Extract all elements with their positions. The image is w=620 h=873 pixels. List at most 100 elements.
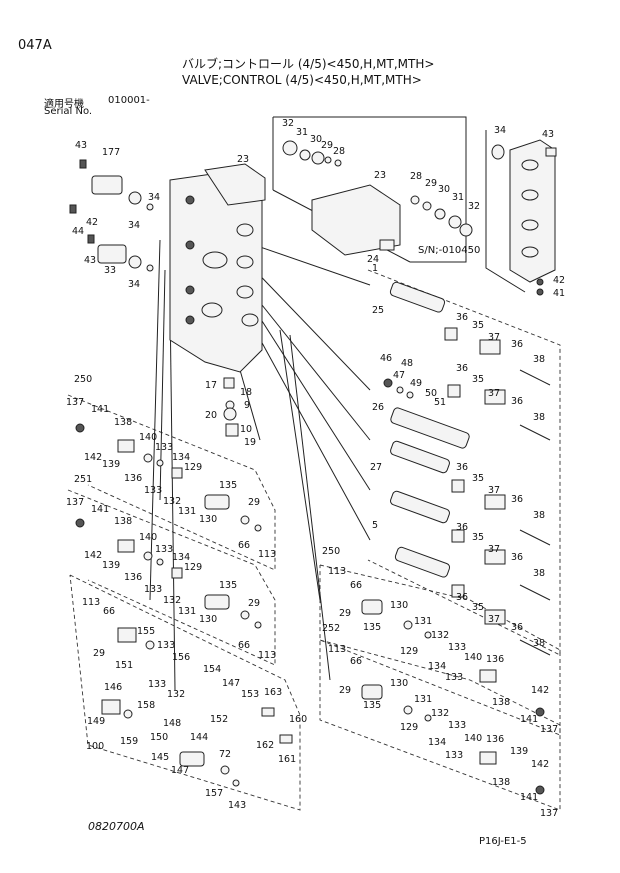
part-callout-162: 162 [256, 740, 274, 751]
part-callout-44: 44 [72, 226, 84, 237]
footer-drawing-number: 0820700A [88, 820, 145, 833]
main-valve-body [169, 163, 266, 373]
part-callout-29: 29 [248, 497, 260, 508]
part-callout-29: 29 [339, 608, 351, 619]
part-callout-37: 37 [488, 544, 500, 555]
part-callout-156: 156 [172, 652, 190, 663]
part-callout-34: 34 [148, 192, 160, 203]
part-callout-34: 34 [128, 220, 140, 231]
part-callout-24: 24 [367, 254, 379, 265]
serial-label-japanese: 適用号機 [44, 99, 84, 110]
part-callout-140: 140 [464, 733, 482, 744]
part-callout-161: 161 [278, 754, 296, 765]
spool-assembly-frame-right [367, 269, 561, 656]
part-callout-49: 49 [410, 378, 422, 389]
part-callout-129: 129 [184, 562, 202, 573]
part-callout-113: 113 [258, 549, 276, 560]
part-callout-146: 146 [104, 682, 122, 693]
part-callout-135: 135 [363, 622, 381, 633]
part-callout-149: 149 [87, 716, 105, 727]
part-callout-142: 142 [84, 452, 102, 463]
part-callout-136: 136 [486, 734, 504, 745]
part-callout-36: 36 [511, 494, 523, 505]
part-callout-17: 17 [205, 380, 217, 391]
part-callout-66: 66 [350, 656, 362, 667]
part-callout-36: 36 [456, 363, 468, 374]
relief-valve-right-250 [361, 599, 545, 717]
part-callout-113: 113 [328, 644, 346, 655]
part-callout-38: 38 [533, 412, 545, 423]
part-callout-251: 251 [74, 474, 92, 485]
part-callout-26: 26 [372, 402, 384, 413]
assembly-frame-252-right [319, 639, 561, 811]
part-callout-23: 23 [237, 154, 249, 165]
part-callout-132: 132 [431, 630, 449, 641]
part-callout-36: 36 [511, 396, 523, 407]
part-callout-135: 135 [219, 480, 237, 491]
part-callout-42: 42 [86, 217, 98, 228]
part-callout-133: 133 [448, 720, 466, 731]
part-callout-134: 134 [428, 737, 446, 748]
part-callout-66: 66 [238, 540, 250, 551]
left-valve-parts [69, 159, 239, 437]
part-callout-134: 134 [172, 452, 190, 463]
part-callout-151: 151 [115, 660, 133, 671]
part-callout-72: 72 [219, 749, 231, 760]
part-callout-36: 36 [511, 622, 523, 633]
part-callout-155: 155 [137, 626, 155, 637]
part-callout-141: 141 [520, 792, 538, 803]
part-callout-134: 134 [428, 661, 446, 672]
title-japanese: バルブ;コントロール (4/5)<450,H,MT,MTH> [182, 57, 435, 71]
part-callout-129: 129 [400, 722, 418, 733]
part-callout-133: 133 [144, 485, 162, 496]
part-callout-142: 142 [84, 550, 102, 561]
part-callout-138: 138 [492, 777, 510, 788]
assembly-frame-250-right [319, 564, 561, 736]
part-callout-19: 19 [244, 437, 256, 448]
assembly-frame-100-left [69, 574, 301, 811]
part-callout-252: 252 [322, 623, 340, 634]
part-callout-148: 148 [163, 718, 181, 729]
part-callout-157: 157 [205, 788, 223, 799]
part-callout-250: 250 [322, 546, 340, 557]
part-callout-177: 177 [102, 147, 120, 158]
part-callout-133: 133 [448, 642, 466, 653]
relief-valve-left-100 [101, 627, 293, 787]
part-callout-28: 28 [333, 146, 345, 157]
part-callout-142: 142 [531, 685, 549, 696]
title-english: VALVE;CONTROL (4/5)<450,H,MT,MTH> [182, 73, 422, 87]
part-callout-38: 38 [533, 568, 545, 579]
part-callout-42: 42 [553, 275, 565, 286]
part-callout-130: 130 [390, 678, 408, 689]
serial-value: 010001- [108, 95, 150, 106]
part-callout-1: 1 [372, 263, 378, 274]
part-callout-36: 36 [456, 312, 468, 323]
part-callout-66: 66 [350, 580, 362, 591]
part-callout-159: 159 [120, 736, 138, 747]
part-callout-133: 133 [445, 750, 463, 761]
part-callout-9: 9 [244, 400, 250, 411]
part-callout-100: 100 [86, 741, 104, 752]
part-callout-36: 36 [456, 522, 468, 533]
part-callout-43: 43 [542, 129, 554, 140]
part-callout-131: 131 [414, 694, 432, 705]
part-callout-138: 138 [114, 516, 132, 527]
part-callout-37: 37 [488, 485, 500, 496]
inset-cover-assembly [282, 140, 473, 256]
part-callout-147: 147 [171, 765, 189, 776]
part-callout-29: 29 [339, 685, 351, 696]
part-callout-29: 29 [248, 598, 260, 609]
part-callout-23: 23 [374, 170, 386, 181]
part-callout-18: 18 [240, 387, 252, 398]
part-callout-33: 33 [104, 265, 116, 276]
part-callout-38: 38 [533, 638, 545, 649]
part-callout-133: 133 [155, 544, 173, 555]
relief-valve-right-252 [361, 684, 545, 795]
part-callout-66: 66 [238, 640, 250, 651]
part-callout-20: 20 [205, 410, 217, 421]
part-callout-113: 113 [258, 650, 276, 661]
part-callout-147: 147 [222, 678, 240, 689]
part-callout-137: 137 [66, 497, 84, 508]
